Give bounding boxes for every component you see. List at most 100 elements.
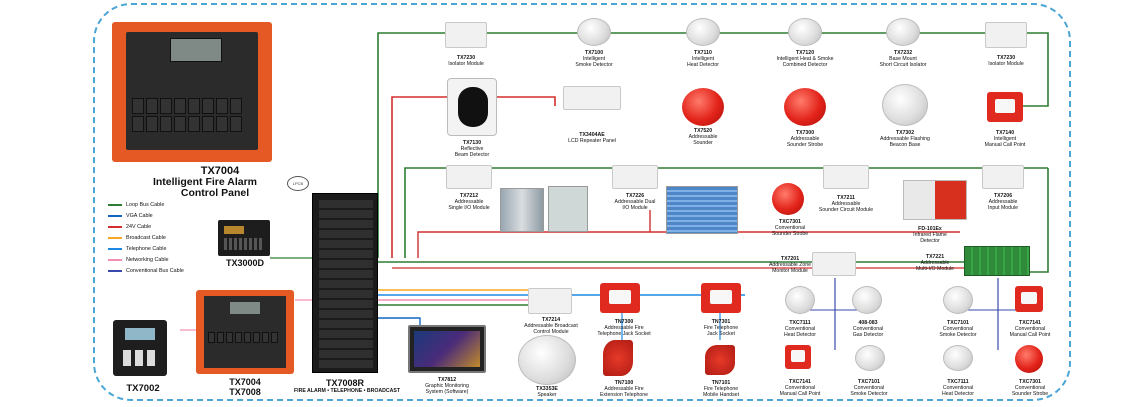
legend-swatch [108,203,122,206]
device-conventional-2 [943,286,973,314]
main-panel-code: TX7004 [200,165,240,177]
device-row3-5 [982,165,1024,189]
device-code: TX3353E [536,386,558,392]
device-name: Reflective Beam Detector [454,146,490,158]
device-lower_mid-5 [705,345,735,375]
device-conventional-0 [785,286,815,314]
device-name: LCD Repeater Panel [568,138,616,144]
legend-item: VGA Cable [108,210,184,221]
device-name: Intelligent Smoke Detector [575,56,613,68]
device-row4-1 [964,246,1030,276]
device-name: Conventional Sounder Strobe [1011,385,1049,397]
device-name: Speaker [537,392,557,398]
legend-swatch [108,269,122,272]
device-code: TX7520 [693,128,713,134]
device-code: TX7226 [625,193,645,199]
device-row1-4 [886,18,920,46]
device-code: TN7101 [711,380,731,386]
device-name: Addressable Flashing Beacon Base [880,136,930,148]
device-code: TXC7141 [1019,320,1041,326]
device-name: Isolator Module [988,61,1024,67]
legend-label: VGA Cable [126,212,153,219]
elevator-image [500,188,544,232]
device-row2-4 [882,84,928,126]
device-row3-3 [772,183,804,215]
device-name: Conventional Heat Detector [783,326,816,338]
device-name: Fire Telephone Mobile Handset [702,386,740,398]
device-code: TX7110 [694,50,712,56]
device-name: Addressable Broadcast Control Module [524,323,578,335]
device-name: Conventional Smoke Detector [850,385,888,397]
legend-swatch [108,225,122,228]
power-cable-row3 [417,210,651,258]
device-row2-2 [682,88,724,126]
main-panel-title-line2: Control Panel [180,187,250,199]
device-name: Intelligent Heat & Smoke Combined Detect… [776,56,834,68]
device-lower_mid-2 [701,283,741,313]
legend-label: Conventional Bus Cable [126,267,184,274]
device-code: TX7130 [462,140,482,146]
legend-label: 24V Cable [126,223,152,230]
legend-item: Telephone Cable [108,243,184,254]
device-name: Base Mount Short Circuit Isolator [879,56,927,68]
device-conventional-5 [855,345,885,371]
loop-bus-cable-middle [404,167,456,258]
device-code: TN7301 [711,319,731,325]
tx7002-panel [113,320,167,376]
device-name: Addressable Sounder Strobe [786,136,824,148]
device-code: TXC7111 [789,320,811,326]
device-code: TX7232 [893,50,913,56]
device-name: Addressable Zone Monitor Module [768,262,812,274]
main-panel-title-line1: Intelligent Fire Alarm [152,176,258,188]
legend-label: Loop Bus Cable [126,201,165,208]
device-name: Addressable Dual I/O Module [614,199,656,211]
device-code: TX7140 [995,130,1015,136]
device-name: Fire Telephone Jack Socket [703,325,739,337]
legend-swatch [108,214,122,217]
system-boundary [93,3,1071,401]
device-name: Conventional Sounder Strobe [771,225,809,237]
legend-swatch [108,258,122,261]
device-code: TXC7101 [947,320,969,326]
lpcb-logo: LPCB [287,176,309,191]
device-conventional-6 [943,345,973,371]
legend-item: Networking Cable [108,254,184,265]
device-name: Conventional Manual Call Point [1009,326,1051,338]
loop-bus-right [1030,168,1049,273]
device-code: TX7302 [895,130,915,136]
device-lower_mid-1 [600,283,640,313]
device-row1-1 [577,18,611,46]
device-code: TXC7101 [858,379,880,385]
device-name: Addressable Sounder Circuit Module [818,201,874,213]
device-lower_mid-4 [603,340,633,376]
device-row3-1 [612,165,658,189]
device-lower_mid-3 [518,335,576,385]
device-conventional-7 [1015,345,1043,373]
device-code: TN7100 [614,380,634,386]
legend-item: Broadcast Cable [108,232,184,243]
device-code: TX7100 [584,50,604,56]
device-code: TX7230 [996,55,1016,61]
tx3000d-panel [218,220,270,256]
tx7008r-subtitle: FIRE ALARM • TELEPHONE • BROADCAST [293,388,401,394]
tx7002-label: TX7002 [126,383,160,394]
device-name: Addressable Fire Telephone Jack Socket [597,325,651,337]
